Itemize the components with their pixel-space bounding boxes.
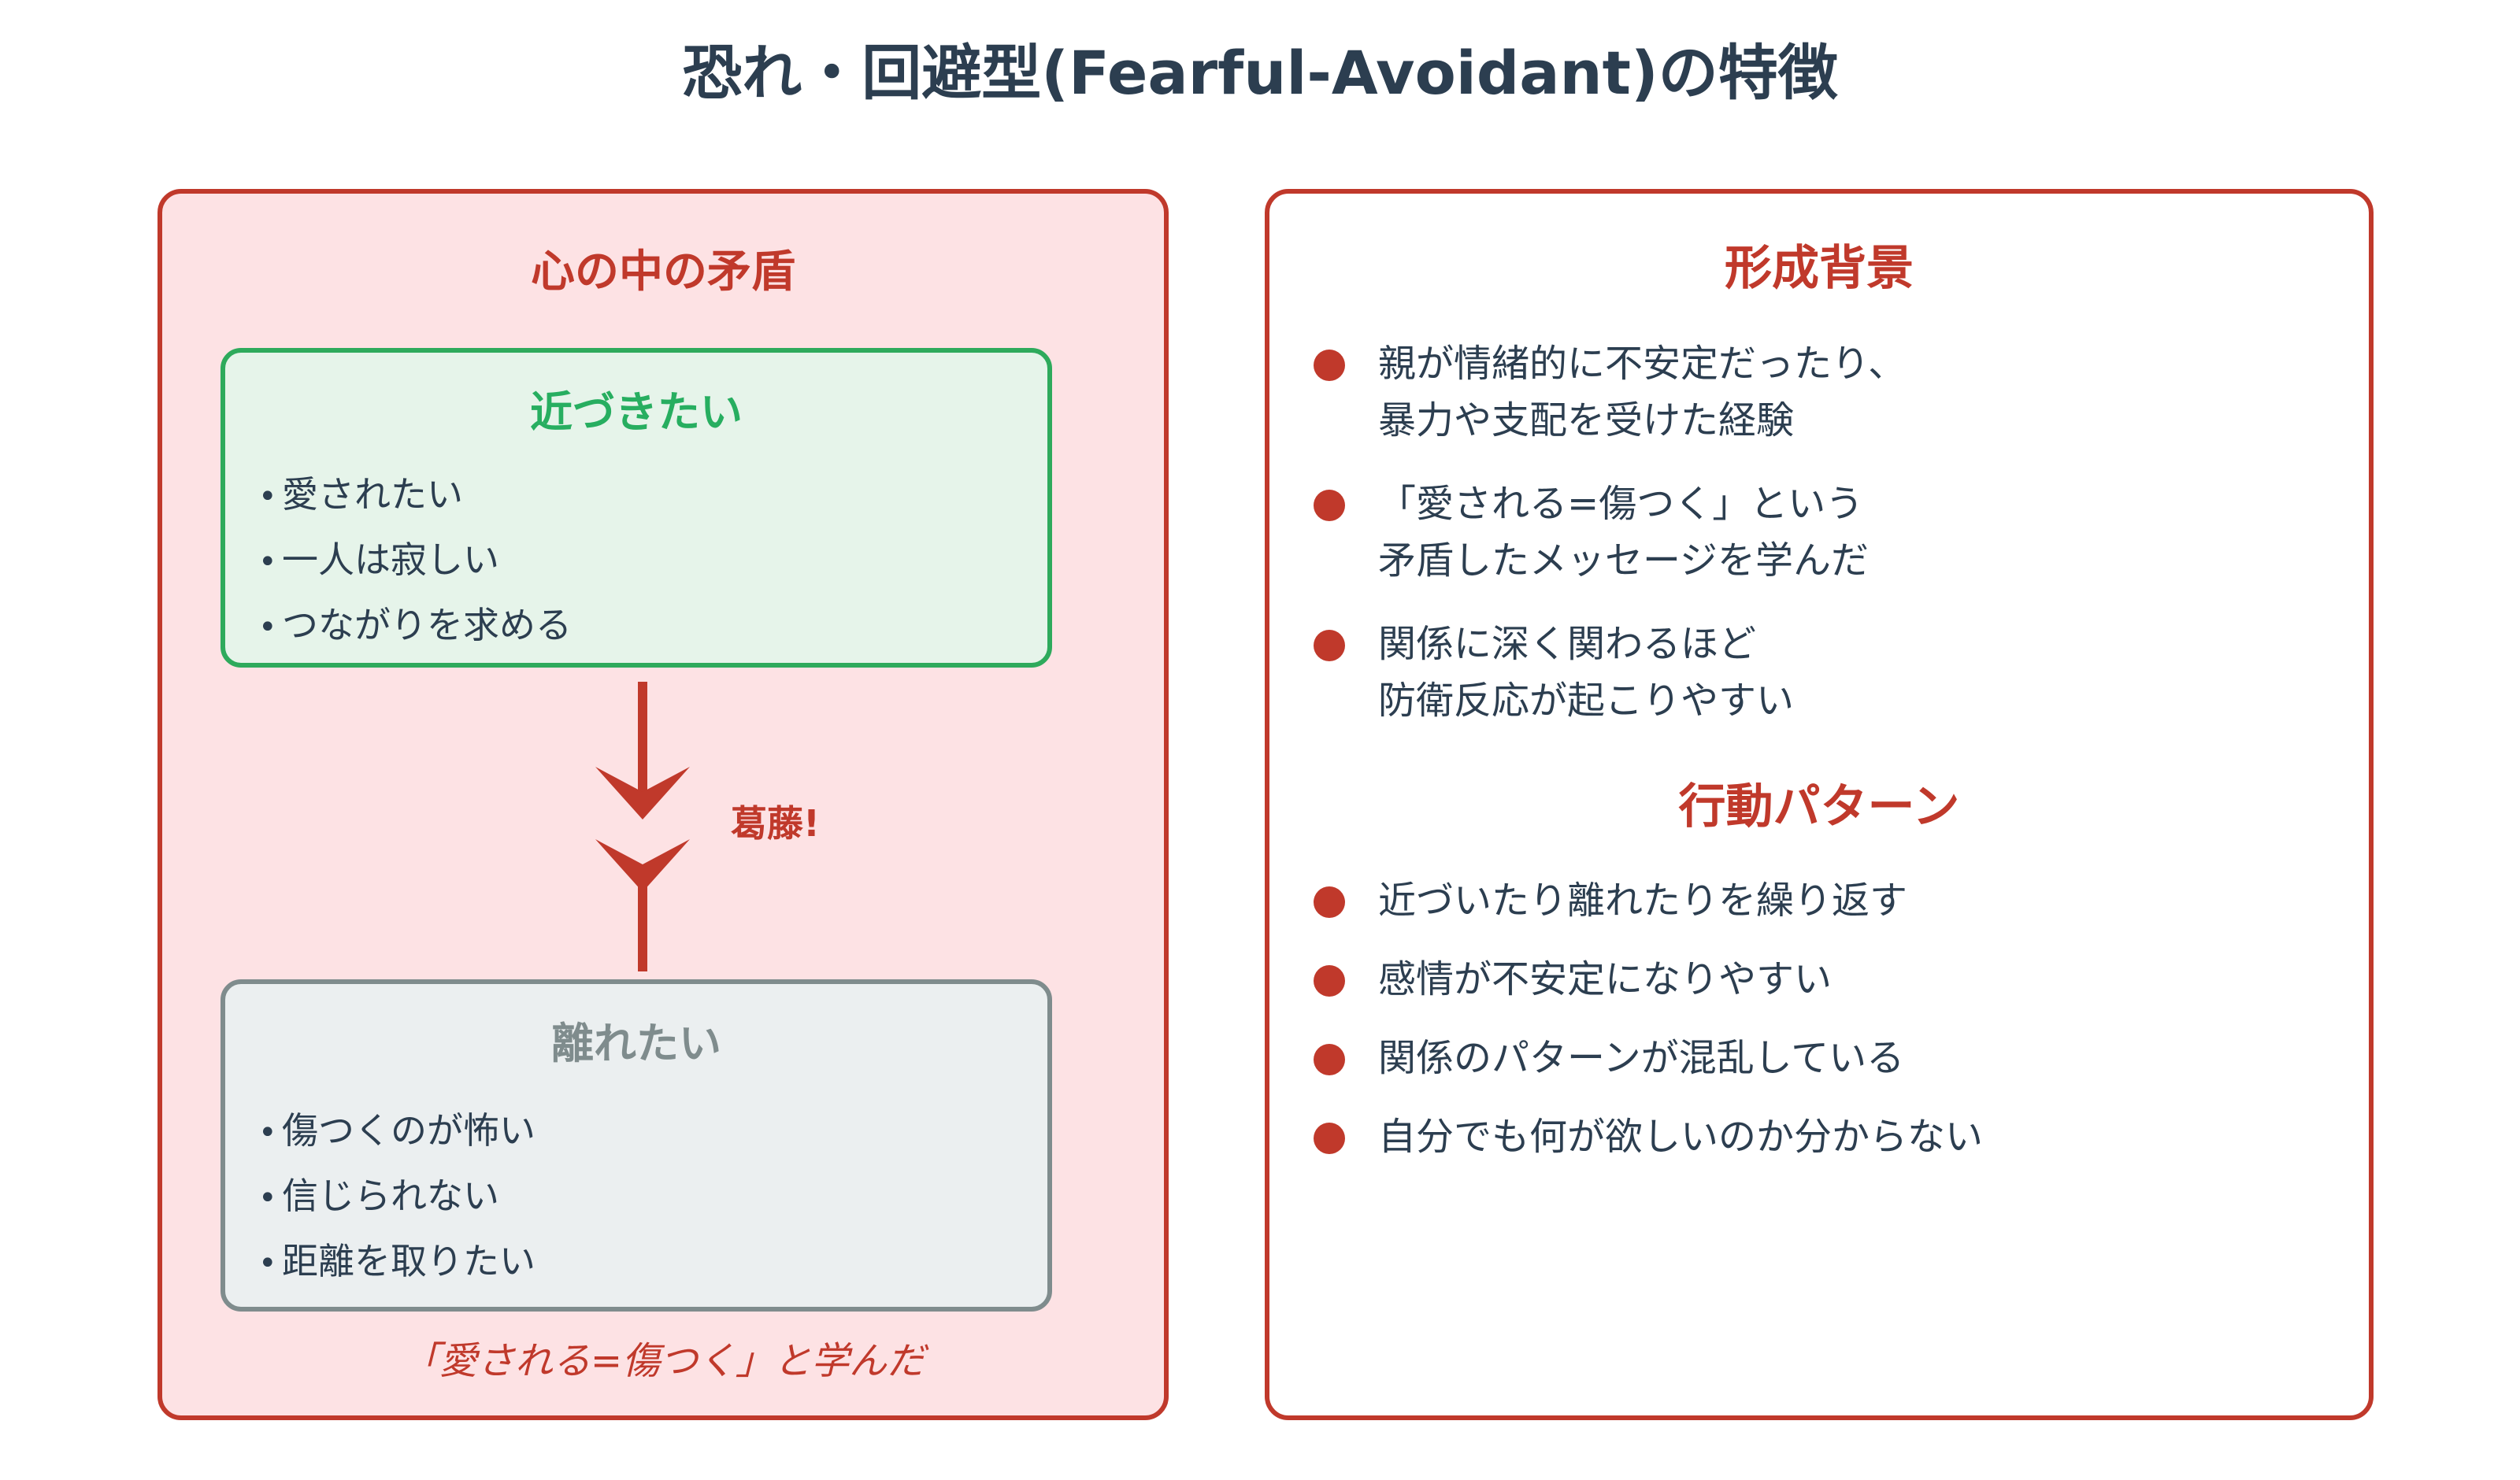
list-item: 近づいたり離れたりを繰り返す	[1314, 872, 2337, 929]
background-behavior-panel: 形成背景 親が情緒的に不安定だったり、 暴力や支配を受けた経験 「愛される=傷つ…	[1265, 189, 2374, 1420]
withdraw-item-text: 距離を取りたい	[282, 1240, 536, 1282]
withdraw-item-text: 傷つくのが怖い	[282, 1109, 536, 1152]
background-item-line: 親が情緒的に不安定だったり、	[1378, 342, 1907, 386]
withdraw-heading: 離れたい	[551, 1019, 721, 1068]
behavior-item-text: 関係のパターンが混乱している	[1378, 1036, 1905, 1080]
list-item: •距離を取りたい	[258, 1230, 536, 1295]
list-item: 「愛される=傷つく」という 矛盾したメッセージを学んだ	[1314, 475, 2337, 589]
conflict-arrow-head-down	[595, 767, 690, 820]
approach-list: •愛されたい •一人は寂しい •つながりを求める	[258, 463, 572, 659]
red-bullet-icon	[1314, 350, 1345, 381]
background-item-line: 矛盾したメッセージを学んだ	[1378, 538, 1870, 583]
behavior-item-text: 近づいたり離れたりを繰り返す	[1378, 879, 1908, 923]
conflict-arrow-head-lower	[595, 839, 690, 892]
red-bullet-icon	[1314, 886, 1345, 918]
red-bullet-icon	[1314, 490, 1345, 521]
background-item-line: 関係に深く関わるほど	[1378, 622, 1757, 666]
red-bullet-icon	[1314, 965, 1345, 997]
behavior-item-text: 感情が不安定になりやすい	[1378, 957, 1833, 1001]
approach-heading: 近づきたい	[530, 387, 743, 437]
page-title: 恐れ・回避型(Fearful-Avoidant)の特徴	[682, 38, 1838, 108]
red-bullet-icon	[1314, 630, 1345, 661]
inner-conflict-panel: 心の中の矛盾 近づきたい •愛されたい •一人は寂しい •つながりを求める 葛藤…	[158, 189, 1169, 1420]
formation-background-heading: 形成背景	[1725, 241, 1914, 296]
bullet-dot-icon: •	[258, 1115, 277, 1151]
approach-item-text: 一人は寂しい	[282, 538, 499, 581]
list-item: •信じられない	[258, 1164, 536, 1230]
behavior-pattern-heading: 行動パターン	[1678, 779, 1960, 834]
conflict-label: 葛藤!	[731, 802, 820, 845]
list-item: 関係に深く関わるほど 防衛反応が起こりやすい	[1314, 616, 2337, 729]
bullet-dot-icon: •	[258, 479, 277, 515]
learned-note: 「愛される=傷つく」と学んだ	[401, 1339, 925, 1383]
background-item-line: 暴力や支配を受けた経験	[1378, 398, 1795, 442]
background-item-line: 防衛反応が起こりやすい	[1378, 679, 1795, 723]
conflict-arrow-shaft	[638, 682, 647, 808]
withdraw-box: 離れたい •傷つくのが怖い •信じられない •距離を取りたい	[220, 979, 1052, 1312]
behavior-pattern-list: 近づいたり離れたりを繰り返す 感情が不安定になりやすい 関係のパターンが混乱して…	[1314, 872, 2337, 1187]
red-bullet-icon	[1314, 1044, 1345, 1075]
list-item: 感情が不安定になりやすい	[1314, 951, 2337, 1008]
list-item: 自分でも何が欲しいのか分からない	[1314, 1108, 2337, 1165]
withdraw-item-text: 信じられない	[282, 1175, 499, 1217]
list-item: •一人は寂しい	[258, 528, 572, 594]
bullet-dot-icon: •	[258, 609, 277, 646]
bullet-dot-icon: •	[258, 1180, 277, 1216]
background-item-line: 「愛される=傷つく」という	[1378, 482, 1864, 526]
formation-background-list: 親が情緒的に不安定だったり、 暴力や支配を受けた経験 「愛される=傷つく」という…	[1314, 335, 2337, 756]
behavior-item-text: 自分でも何が欲しいのか分からない	[1378, 1115, 1984, 1159]
list-item: 関係のパターンが混乱している	[1314, 1030, 2337, 1086]
bullet-dot-icon: •	[258, 1245, 277, 1282]
list-item: •愛されたい	[258, 463, 572, 528]
approach-item-text: つながりを求める	[282, 604, 572, 646]
list-item: •傷つくのが怖い	[258, 1099, 536, 1164]
red-bullet-icon	[1314, 1123, 1345, 1154]
approach-item-text: 愛されたい	[282, 473, 463, 516]
list-item: 親が情緒的に不安定だったり、 暴力や支配を受けた経験	[1314, 335, 2337, 449]
conflict-arrows-icon	[595, 682, 690, 971]
approach-box: 近づきたい •愛されたい •一人は寂しい •つながりを求める	[220, 348, 1052, 668]
bullet-dot-icon: •	[258, 544, 277, 580]
inner-conflict-heading: 心の中の矛盾	[531, 246, 795, 298]
withdraw-list: •傷つくのが怖い •信じられない •距離を取りたい	[258, 1099, 536, 1295]
conflict-arrow-stem	[638, 879, 647, 971]
list-item: •つながりを求める	[258, 594, 572, 659]
